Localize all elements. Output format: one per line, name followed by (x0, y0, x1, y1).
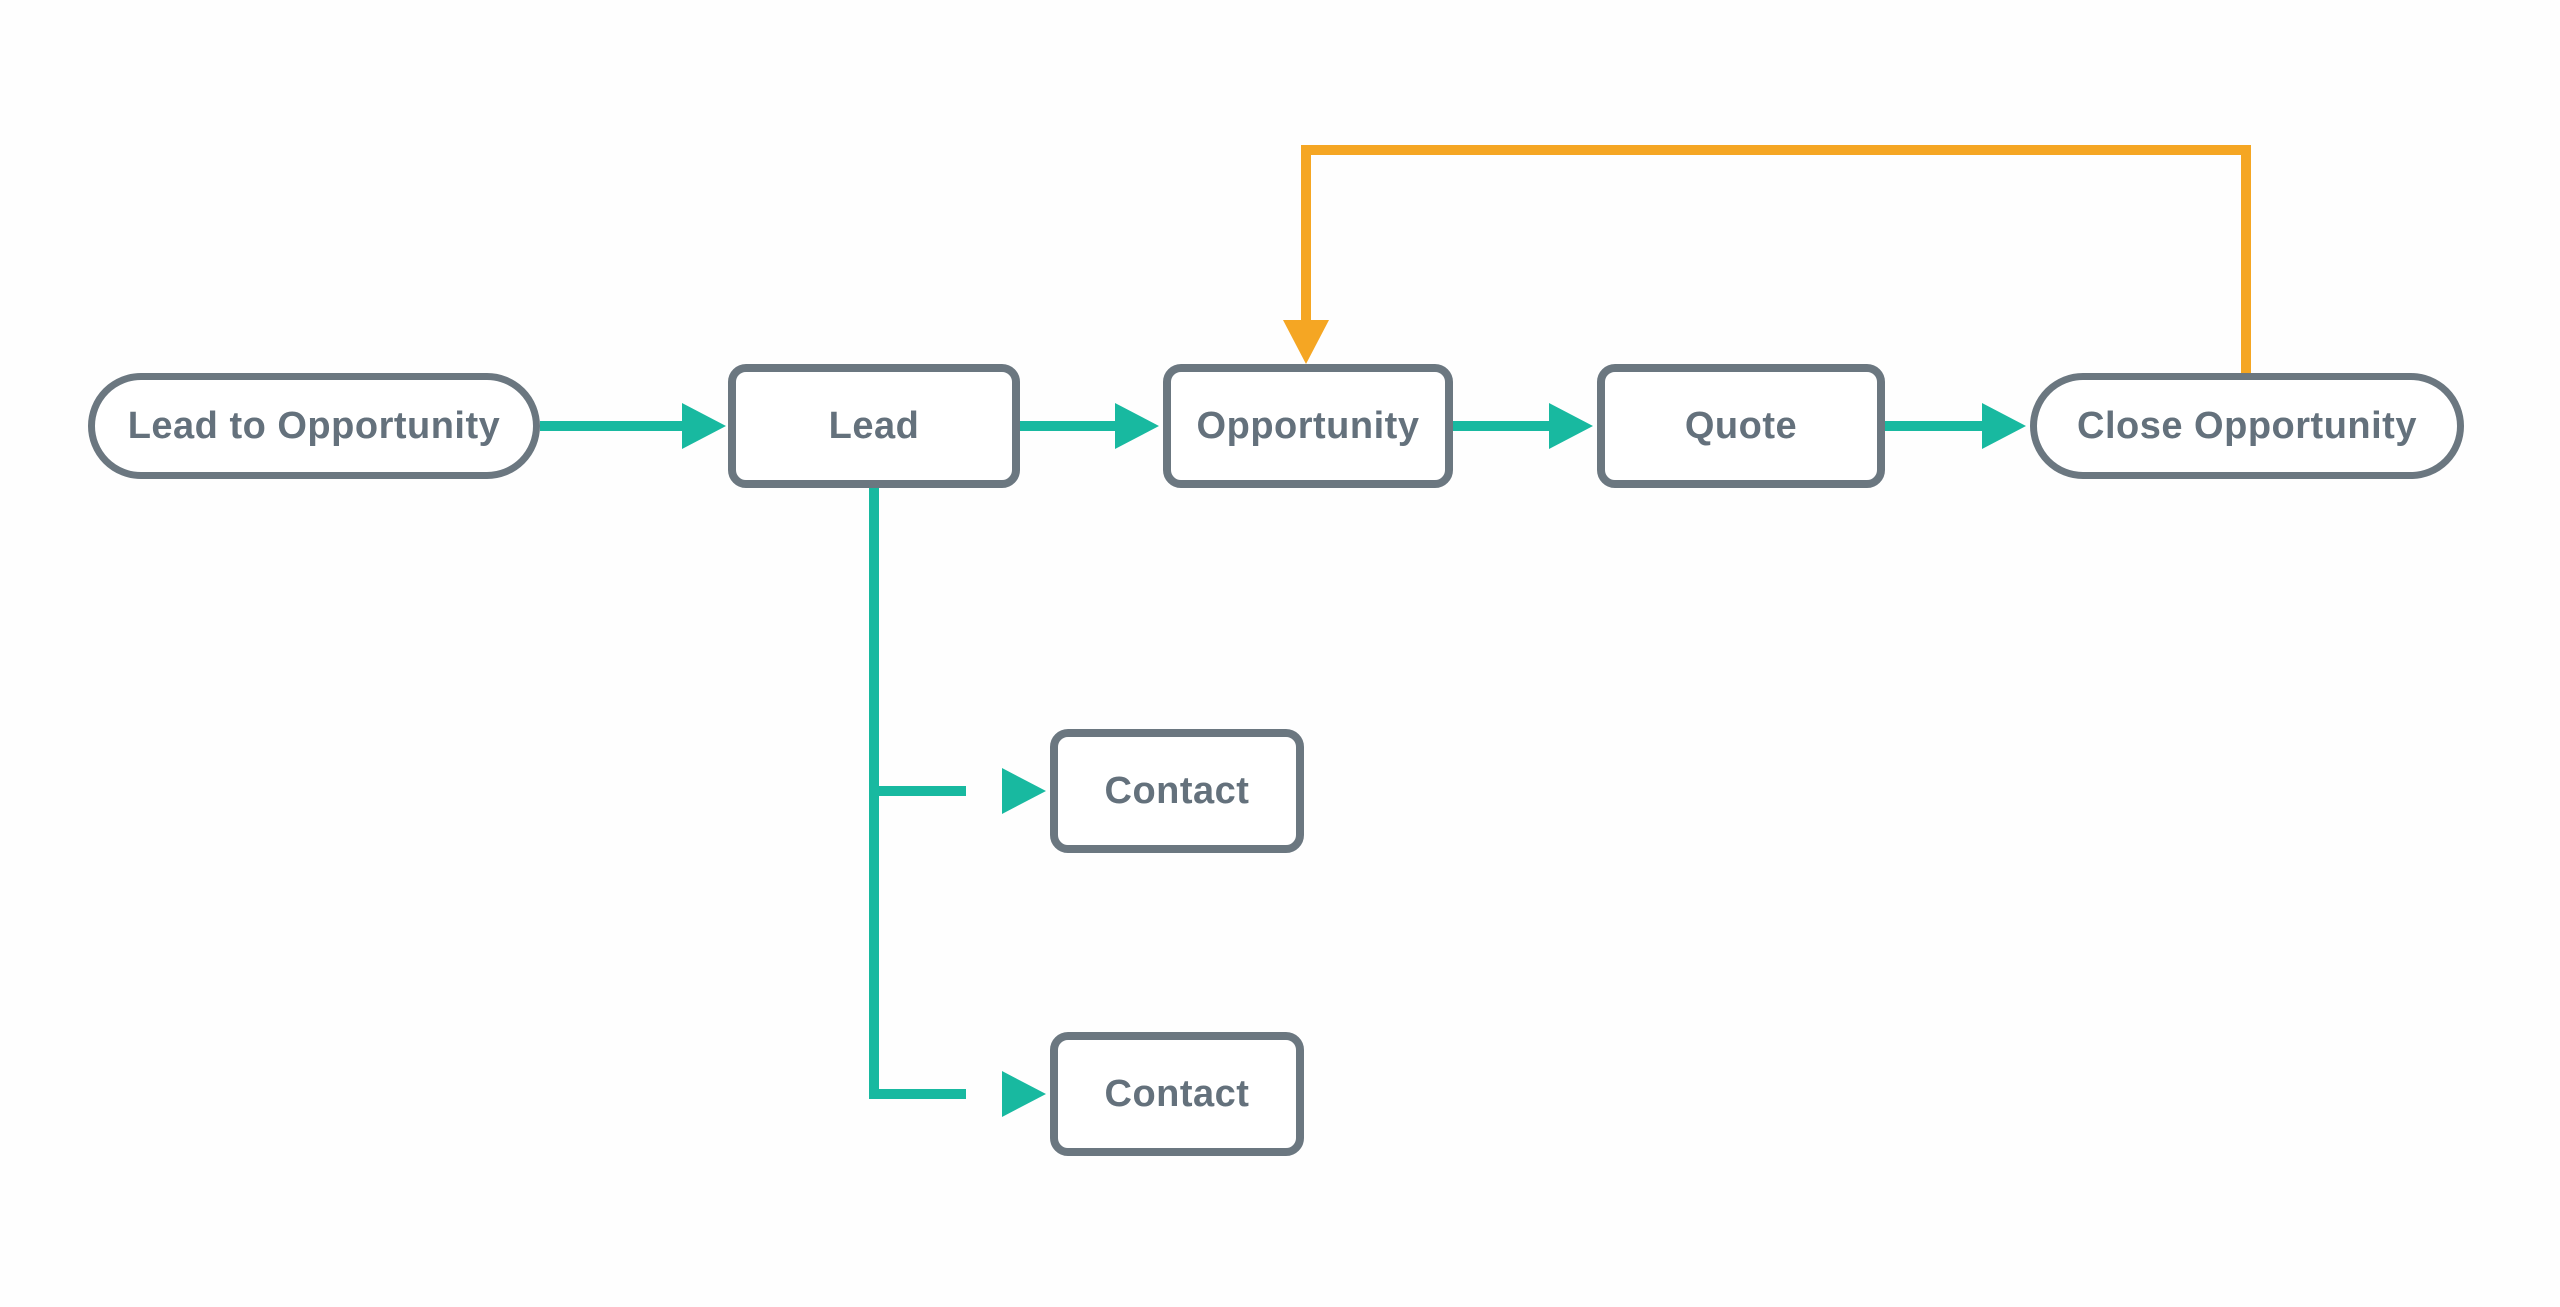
node-quote: Quote (1597, 364, 1885, 488)
node-close-opportunity: Close Opportunity (2030, 373, 2464, 479)
edge-close-to-opportunity (1283, 145, 2251, 373)
node-close-opportunity-label: Close Opportunity (2077, 404, 2417, 447)
edge-start-to-lead (540, 403, 726, 449)
arrowhead-right-icon (1549, 403, 1593, 449)
edge-lead-to-contact-bottom-line (869, 488, 966, 1099)
arrowhead-right-icon (1982, 403, 2026, 449)
edge-lead-to-contact-bottom (869, 488, 1046, 1117)
arrowhead-right-icon (1115, 403, 1159, 449)
edge-lead-to-opportunity (1020, 403, 1159, 449)
edge-close-to-opportunity-line (1301, 145, 2251, 373)
arrowhead-right-icon (682, 403, 726, 449)
node-contact-top: Contact (1050, 729, 1304, 853)
node-contact-bottom: Contact (1050, 1032, 1304, 1156)
node-lead: Lead (728, 364, 1020, 488)
arrowhead-right-icon (1002, 1071, 1046, 1117)
edge-quote-to-close (1885, 403, 2026, 449)
arrowhead-down-icon (1283, 320, 1329, 364)
node-opportunity-label: Opportunity (1196, 404, 1420, 447)
node-opportunity: Opportunity (1163, 364, 1453, 488)
arrowhead-right-icon (1002, 768, 1046, 814)
edge-lead-to-contact-top (874, 768, 1046, 814)
node-lead-label: Lead (828, 404, 920, 447)
node-lead-to-opportunity-label: Lead to Opportunity (127, 404, 501, 447)
node-quote-label: Quote (1684, 404, 1798, 447)
node-contact-bottom-label: Contact (1104, 1072, 1250, 1115)
node-contact-top-label: Contact (1104, 769, 1250, 812)
node-lead-to-opportunity: Lead to Opportunity (88, 373, 540, 479)
edge-opportunity-to-quote (1453, 403, 1593, 449)
